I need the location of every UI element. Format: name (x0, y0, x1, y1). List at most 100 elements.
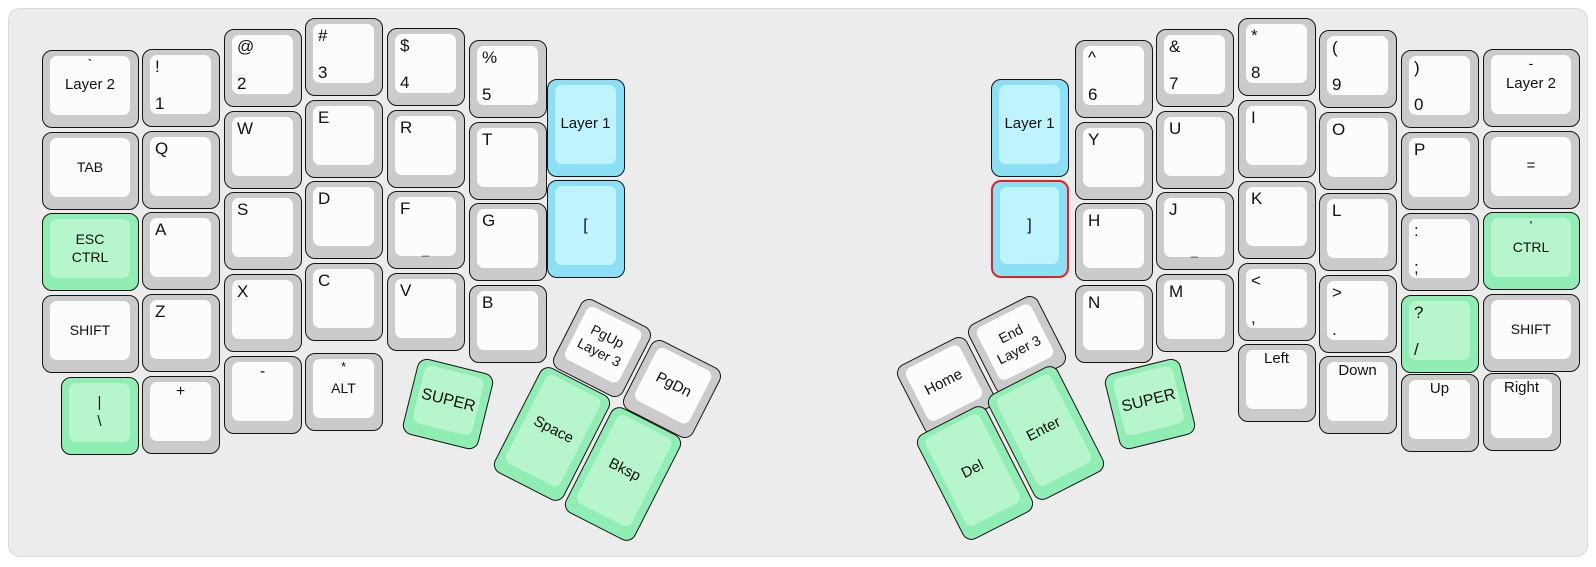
key-left-bracket[interactable]: [ (547, 180, 625, 278)
key-x[interactable]: X (224, 274, 302, 352)
keycap-top: *ALT (313, 359, 374, 418)
keycap-top: - (232, 362, 293, 421)
key-legend: 1 (155, 93, 165, 113)
keycap-top: R (395, 116, 456, 175)
keycap-top: A (150, 218, 211, 277)
key-right-bracket[interactable]: ] (991, 180, 1069, 278)
key-quote-ctrl[interactable]: 'CTRL (1483, 212, 1580, 290)
key-z[interactable]: Z (142, 294, 220, 372)
key-e[interactable]: E (305, 100, 383, 178)
key-j[interactable]: J_ (1156, 192, 1234, 270)
key-minus[interactable]: - (224, 356, 302, 434)
key-colon-semicolon[interactable]: :; (1401, 213, 1479, 291)
key-y[interactable]: Y (1075, 122, 1153, 200)
key-tab[interactable]: TAB (42, 132, 139, 210)
key-plus[interactable]: + (142, 376, 220, 454)
key-m[interactable]: M (1156, 274, 1234, 352)
key-s[interactable]: S (224, 192, 302, 270)
key-legend: SHIFT (1510, 320, 1552, 337)
key-legend: Up (1429, 380, 1450, 397)
key-b[interactable]: B (469, 285, 547, 363)
key-d[interactable]: D (305, 181, 383, 259)
key-legend: Down (1338, 362, 1377, 379)
key-u[interactable]: U (1156, 111, 1234, 189)
key-percent-5[interactable]: %5 (469, 40, 547, 118)
key-question-slash[interactable]: ?/ (1401, 295, 1479, 373)
key-shift-left[interactable]: SHIFT (42, 295, 139, 373)
key-p[interactable]: P (1401, 132, 1479, 210)
key-legend: |\ (97, 393, 102, 430)
key-grave-layer2[interactable]: `Layer 2 (42, 50, 139, 128)
key-v[interactable]: V (387, 273, 465, 351)
key-arrow-right[interactable]: Right (1483, 373, 1561, 451)
key-q[interactable]: Q (142, 131, 220, 209)
keycap-top: Down (1327, 362, 1388, 421)
key-equals[interactable]: = (1483, 131, 1580, 209)
key-r[interactable]: R (387, 110, 465, 188)
keycap-top: G (477, 209, 538, 268)
key-exclam-1[interactable]: !1 (142, 49, 220, 127)
key-paren-9[interactable]: (9 (1319, 30, 1397, 108)
key-super-right[interactable]: SUPER (1102, 356, 1198, 452)
key-amp-7[interactable]: &7 (1156, 29, 1234, 107)
keycap-top: F_ (395, 197, 456, 257)
key-t[interactable]: T (469, 122, 547, 200)
keycap-top: !1 (150, 55, 211, 114)
key-arrow-down[interactable]: Down (1319, 356, 1397, 434)
key-layer1-left[interactable]: Layer 1 (547, 79, 625, 177)
key-c[interactable]: C (305, 263, 383, 341)
key-a[interactable]: A (142, 212, 220, 290)
key-g[interactable]: G (469, 203, 547, 281)
key-l[interactable]: L (1319, 193, 1397, 271)
key-shift-right[interactable]: SHIFT (1483, 294, 1580, 372)
key-asterisk-8[interactable]: *8 (1238, 18, 1316, 96)
key-arrow-left[interactable]: Left (1238, 344, 1316, 422)
keycap-top: SHIFT (1491, 300, 1571, 359)
keycap-top: Z (150, 300, 211, 359)
key-legend: N (1088, 293, 1101, 312)
keycap-top: >. (1327, 281, 1388, 340)
key-legend: _ (422, 243, 429, 257)
key-h[interactable]: H (1075, 203, 1153, 281)
key-arrow-up[interactable]: Up (1401, 374, 1479, 452)
key-legend: W (237, 119, 254, 138)
key-legend: < (1251, 271, 1261, 290)
keycap-top: U (1164, 117, 1225, 176)
key-less-comma[interactable]: <, (1238, 263, 1316, 341)
key-legend: # (318, 26, 328, 45)
key-legend: ^ (1088, 48, 1096, 67)
key-n[interactable]: N (1075, 285, 1153, 363)
key-legend: 2 (237, 73, 247, 93)
key-greater-period[interactable]: >. (1319, 275, 1397, 353)
key-layer1-right[interactable]: Layer 1 (991, 79, 1069, 177)
key-k[interactable]: K (1238, 181, 1316, 259)
key-caret-6[interactable]: ^6 (1075, 40, 1153, 118)
key-dollar-4[interactable]: $4 (387, 28, 465, 106)
key-legend: Y (1088, 130, 1100, 149)
key-f[interactable]: F_ (387, 191, 465, 269)
keycap-top: %5 (477, 46, 538, 105)
key-star-alt[interactable]: *ALT (305, 353, 383, 431)
keycap-top: [ (555, 186, 616, 265)
key-legend: E (318, 108, 330, 127)
key-dash-layer2[interactable]: -Layer 2 (1483, 49, 1580, 127)
keycap-top: C (313, 269, 374, 328)
key-paren-0[interactable]: )0 (1401, 50, 1479, 128)
key-legend: X (237, 282, 249, 301)
key-w[interactable]: W (224, 111, 302, 189)
key-legend: G (482, 211, 496, 230)
key-legend: + (175, 383, 186, 400)
key-legend: > (1332, 283, 1342, 302)
key-o[interactable]: O (1319, 112, 1397, 190)
key-at-2[interactable]: @2 (224, 29, 302, 107)
key-legend: P (1414, 140, 1426, 159)
key-pipe-backslash[interactable]: |\ (61, 377, 139, 455)
key-legend: Layer 1 (1004, 115, 1055, 133)
key-hash-3[interactable]: #3 (305, 18, 383, 96)
key-super-left[interactable]: SUPER (400, 356, 496, 452)
key-i[interactable]: I (1238, 100, 1316, 178)
